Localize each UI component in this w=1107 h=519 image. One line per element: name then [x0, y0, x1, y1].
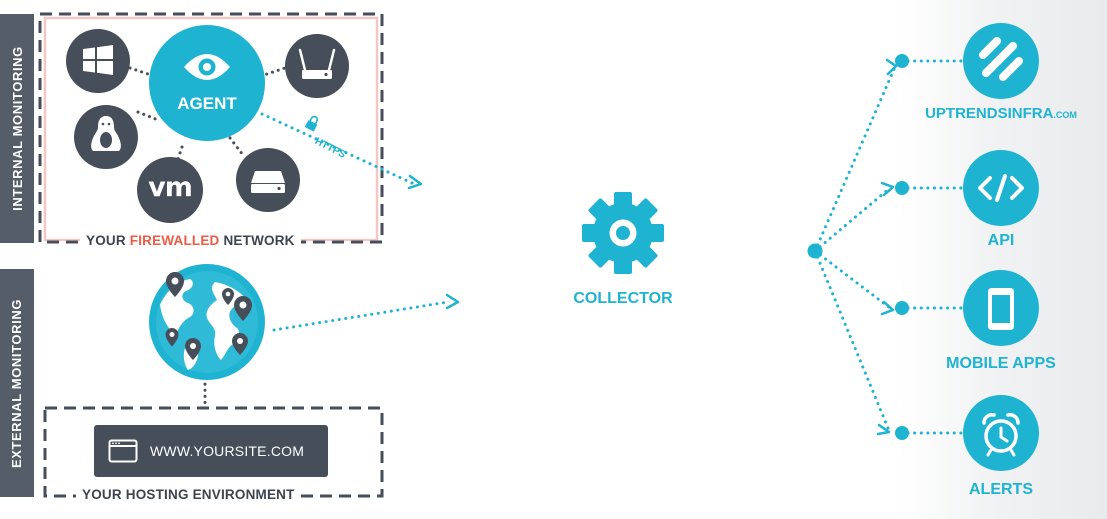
vmware-icon	[137, 157, 203, 223]
collector-gear-icon	[582, 192, 664, 274]
browser-window-icon	[108, 439, 138, 463]
internal-monitoring-label: INTERNAL MONITORING	[0, 14, 34, 243]
smartphone-icon	[963, 270, 1039, 346]
server-icon	[236, 148, 300, 212]
output-label-api: API	[987, 232, 1015, 249]
agent-label: AGENT	[177, 94, 237, 113]
external-monitoring-label: EXTERNAL MONITORING	[0, 269, 34, 497]
router-icon	[285, 34, 349, 98]
firewalled-network-caption: YOUR FIREWALLED NETWORK	[80, 233, 301, 248]
site-url-box: WWW.YOURSITE.COM	[94, 425, 328, 477]
output-label-uptrendsinfra: UPTRENDSINFRA.COM	[925, 105, 1077, 122]
collector-label: COLLECTOR	[573, 290, 673, 307]
code-icon	[963, 150, 1039, 226]
alarm-clock-icon	[963, 395, 1039, 471]
lock-icon	[305, 115, 319, 132]
data-flow-lines	[260, 59, 964, 435]
flow-dots	[807, 54, 909, 440]
site-url-text: WWW.YOURSITE.COM	[150, 443, 305, 459]
uptrends-logo-icon	[963, 23, 1039, 99]
windows-icon	[66, 29, 130, 93]
hosting-environment-caption: YOUR HOSTING ENVIRONMENT	[76, 487, 301, 502]
agent-node	[149, 25, 265, 141]
eye-icon	[184, 54, 230, 80]
linux-icon	[74, 105, 138, 169]
vmware-label: vm	[148, 172, 193, 203]
arrowheads	[407, 58, 898, 436]
output-label-mobile-apps: MOBILE APPS	[946, 355, 1056, 372]
firewalled-highlight: FIREWALLED	[129, 233, 220, 248]
globe-icon	[149, 264, 265, 380]
output-label-alerts: ALERTS	[969, 481, 1033, 498]
